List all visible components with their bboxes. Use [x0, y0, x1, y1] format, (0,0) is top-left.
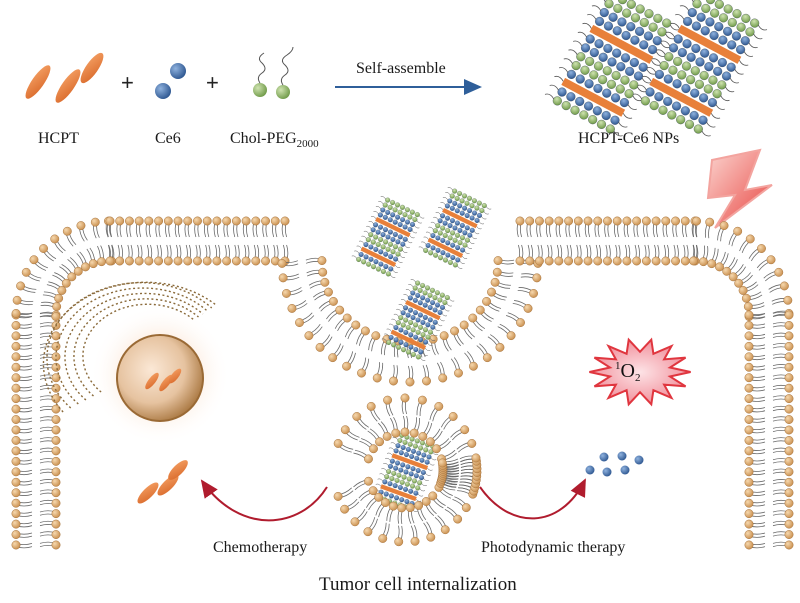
- singlet-oxygen-label: 1O2: [615, 360, 641, 384]
- nanoparticle-entering-2: [418, 187, 492, 269]
- released-ce6: [585, 451, 644, 477]
- photodynamic-therapy-label: Photodynamic therapy: [481, 539, 626, 556]
- product-label: HCPT-Ce6 NPs: [578, 130, 680, 147]
- ce6-label: Ce6: [155, 130, 181, 147]
- self-assemble-label: Self-assemble: [356, 60, 446, 77]
- ce6-molecules: [155, 63, 186, 99]
- nanoparticle-large-2: [632, 0, 768, 137]
- nanoparticle-large-1: [544, 0, 680, 137]
- chol-peg-molecules: [253, 46, 294, 99]
- endosome-vesicle: [333, 393, 482, 547]
- nanoparticle-entering-1: [351, 196, 425, 278]
- plus-sign-2: +: [206, 70, 219, 95]
- nanoparticle-in-pit: [381, 279, 455, 361]
- plus-sign-1: +: [121, 70, 134, 95]
- singlet-oxygen-burst: [589, 337, 691, 407]
- figure-caption: Tumor cell internalization: [319, 574, 517, 595]
- chol-peg-label: Chol-PEG2000: [230, 130, 319, 150]
- hcpt-molecules: [25, 52, 104, 103]
- chemotherapy-arrow: [200, 479, 328, 522]
- cell-membrane: [11, 216, 794, 550]
- photodynamic-arrow: [479, 478, 586, 520]
- hcpt-label: HCPT: [38, 130, 79, 147]
- nucleus: [42, 281, 230, 445]
- chemotherapy-label: Chemotherapy: [213, 539, 308, 556]
- light-irradiation-icon: [706, 148, 773, 229]
- released-hcpt: [137, 460, 188, 504]
